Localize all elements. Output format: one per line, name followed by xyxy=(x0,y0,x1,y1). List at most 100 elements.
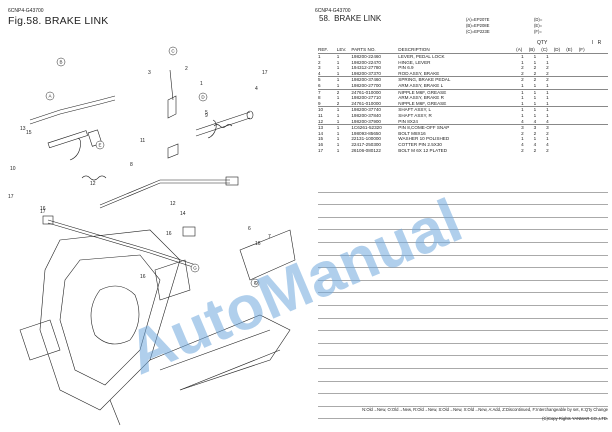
cell-description: HINGE, LEVER xyxy=(398,59,431,65)
blank-line xyxy=(318,394,608,407)
label-14: 14 xyxy=(180,211,186,217)
lever-1 xyxy=(167,95,177,119)
cell-ref: 5 xyxy=(318,77,321,83)
cell-qty-b: 1 xyxy=(533,89,537,95)
cell-qty-b: 2 xyxy=(533,70,537,76)
cell-description: BOLT M8X16 xyxy=(398,130,426,136)
cell-parts-no: 198200-22460 xyxy=(351,54,381,59)
callout-f: F xyxy=(254,281,257,286)
cell-parts-no: 1C6261-52320 xyxy=(351,125,382,131)
cell-qty-c: 1 xyxy=(546,89,549,95)
exploded-diagram: B C A D E F G 10 17 13 15 11 1 3 2 8 5 9… xyxy=(8,46,296,426)
blank-line xyxy=(318,331,608,344)
spring-5 xyxy=(81,175,107,181)
cell-qty-c: 1 xyxy=(546,59,549,65)
cell-lev: 1 xyxy=(336,141,340,147)
cell-description: SPRING, BRAKE PEDAL xyxy=(398,77,451,83)
cell-qty-b: 4 xyxy=(533,118,537,124)
label-10: 10 xyxy=(10,166,16,172)
blank-line xyxy=(318,218,608,231)
cell-description: PIN 8,COME-OFF SNAP xyxy=(398,125,450,131)
cell-qty-c: 2 xyxy=(546,147,549,153)
cell-qty-a: 2 xyxy=(521,147,524,153)
cell-qty-a: 1 xyxy=(521,82,524,88)
cell-lev: 1 xyxy=(336,54,340,59)
cell-lev: 1 xyxy=(336,77,340,83)
parts-table: REF. LEV. PARTS NO. DESCRIPTION (A) (B) … xyxy=(318,45,608,153)
cell-qty-a: 1 xyxy=(521,112,524,118)
blank-line xyxy=(318,306,608,319)
cell-lev: 1 xyxy=(336,136,340,142)
version-d: (D)= xyxy=(534,17,543,22)
cell-ref: 13 xyxy=(318,125,324,131)
cell-qty-a: 1 xyxy=(521,107,524,113)
cell-qty-b: 2 xyxy=(533,65,537,71)
cell-qty-c: 1 xyxy=(546,136,549,142)
blank-line xyxy=(318,230,608,243)
blank-line xyxy=(318,268,608,281)
label-8: 8 xyxy=(130,162,133,168)
callout-a: A xyxy=(48,94,51,99)
shaft-assy-10 xyxy=(47,130,88,149)
cell-qty-c: 1 xyxy=(546,100,549,106)
legend-footer: N:Old→New, O:Old→New, R:Old→New, S:Old→N… xyxy=(362,407,608,412)
label-16d: 16 xyxy=(40,206,46,212)
label-12b: 12 xyxy=(170,201,176,207)
blank-line xyxy=(318,382,608,395)
col-e: (E) xyxy=(566,47,573,53)
label-13: 13 xyxy=(20,126,26,132)
cell-qty-c: 1 xyxy=(546,112,549,118)
callout-g: G xyxy=(193,266,197,271)
cell-qty-c: 2 xyxy=(546,130,549,136)
cell-qty-b: 1 xyxy=(533,100,537,106)
label-2: 2 xyxy=(185,66,188,72)
cell-ref: 8 xyxy=(318,95,321,101)
cell-qty-c: 3 xyxy=(546,125,549,131)
blank-line xyxy=(318,243,608,256)
shaft-assy-11 xyxy=(195,111,251,131)
cell-parts-no: 198200-37370 xyxy=(351,70,381,76)
version-b: (B)=EP208E xyxy=(466,23,490,28)
cell-ref: 15 xyxy=(318,136,324,142)
copyright: (C)Copy Rights YANMAR CO.,LTD. xyxy=(542,416,608,421)
blank-line xyxy=(318,319,608,332)
cell-qty-a: 1 xyxy=(521,54,524,59)
label-4: 4 xyxy=(255,86,258,92)
blank-line xyxy=(318,356,608,369)
cell-lev: 1 xyxy=(336,107,340,113)
cell-qty-c: 4 xyxy=(546,141,549,147)
cell-parts-no: 26106-080122 xyxy=(351,147,381,153)
section-number: 58. xyxy=(319,14,331,23)
cell-qty-a: 3 xyxy=(521,125,524,131)
version-f: (F)= xyxy=(534,29,542,34)
label-9: 9 xyxy=(205,113,208,119)
cell-qty-a: 2 xyxy=(521,70,524,76)
cell-qty-c: 1 xyxy=(546,54,549,59)
version-e: (E)= xyxy=(534,23,543,28)
callout-e: E xyxy=(98,143,101,148)
brake-rod-upper xyxy=(47,219,197,266)
cell-lev: 1 xyxy=(336,59,340,65)
blank-line xyxy=(318,369,608,382)
cell-qty-a: 1 xyxy=(521,136,524,142)
blank-ruled-lines xyxy=(318,180,608,420)
cell-description: COTTER PIN 2.5X30 xyxy=(398,141,442,147)
label-15: 15 xyxy=(26,130,32,136)
cell-ref: 16 xyxy=(318,141,324,147)
cell-lev: 1 xyxy=(336,130,340,136)
cell-ref: 11 xyxy=(318,112,323,118)
col-description: DESCRIPTION xyxy=(398,47,430,53)
section-title: 58.BRAKE LINK xyxy=(315,14,381,23)
cell-description: ROD ASSY, BRAKE xyxy=(398,70,440,76)
col-lev: LEV. xyxy=(336,47,347,53)
cell-qty-a: 2 xyxy=(521,77,524,83)
